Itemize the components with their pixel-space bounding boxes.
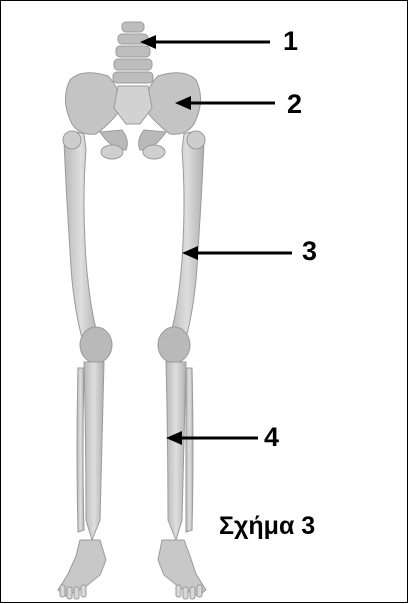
label-4: 4 (264, 424, 279, 451)
knees (80, 327, 190, 363)
label-1: 1 (283, 28, 298, 55)
figure-caption: Σχήμα 3 (219, 512, 315, 541)
label-3: 3 (302, 238, 317, 265)
lower-leg-bones (77, 362, 193, 540)
femurs (63, 131, 205, 338)
feet (58, 540, 206, 599)
label-2: 2 (287, 91, 302, 118)
vertebral-column (113, 22, 153, 83)
